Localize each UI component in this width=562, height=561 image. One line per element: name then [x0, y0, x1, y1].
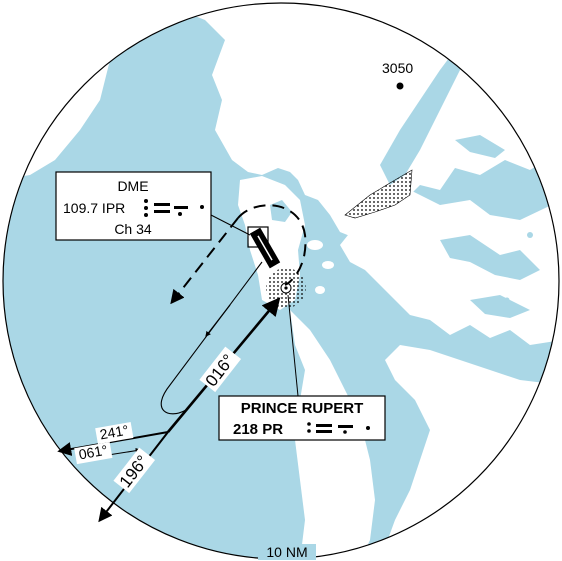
- ndb-morse-code-icon: [307, 422, 370, 434]
- ndb-leader-line: [287, 294, 299, 397]
- pond: [467, 177, 473, 183]
- bearing-label-241: 241°: [95, 422, 134, 445]
- inlet-north: [380, 50, 465, 185]
- pond: [517, 177, 523, 183]
- island: [315, 286, 325, 294]
- ndb-name: PRINCE RUPERT: [241, 400, 364, 417]
- runway-icon: [249, 227, 281, 269]
- svg-text:241°: 241°: [98, 422, 129, 443]
- pond: [527, 232, 533, 238]
- range-label: 10 NM: [266, 544, 307, 560]
- procedure-outbound-arrow: [205, 304, 231, 337]
- small-islands: [307, 240, 334, 294]
- dme-leader-line: [210, 214, 251, 236]
- island: [307, 240, 323, 250]
- procedure-turn-inbound-leg: [107, 447, 142, 456]
- spot-elevation-dot: [396, 82, 404, 90]
- island: [322, 261, 334, 269]
- ndb-frequency: 218 PR: [233, 421, 283, 438]
- ndb-info-box: PRINCE RUPERT 218 PR: [218, 395, 386, 441]
- water-inlets: [270, 50, 540, 318]
- dme-info-box: DME 109.7 IPR Ch 34: [55, 171, 212, 241]
- pond: [487, 187, 493, 193]
- inlet-east-2: [470, 295, 530, 318]
- bearing-label-061: 061°: [74, 442, 113, 465]
- spot-elevation-label: 3050: [382, 60, 413, 76]
- dme-title: DME: [117, 178, 148, 194]
- missed-approach-dashed-arc: [237, 204, 307, 286]
- procedure-track-outbound: [160, 261, 263, 415]
- range-label-bg: [258, 544, 316, 560]
- dme-channel: Ch 34: [114, 221, 152, 237]
- dme-frequency: 109.7 IPR: [63, 200, 125, 216]
- land-island-south: [430, 430, 545, 520]
- inlet-east: [440, 235, 540, 280]
- ndb-center-dot: [284, 286, 288, 290]
- land-north: [3, 3, 559, 238]
- dme-morse-code-icon: [144, 199, 204, 217]
- terrain-hatched-area: [344, 169, 413, 219]
- inlet-northeast: [455, 135, 505, 158]
- svg-text:061°: 061°: [77, 442, 108, 463]
- pond: [504, 297, 510, 303]
